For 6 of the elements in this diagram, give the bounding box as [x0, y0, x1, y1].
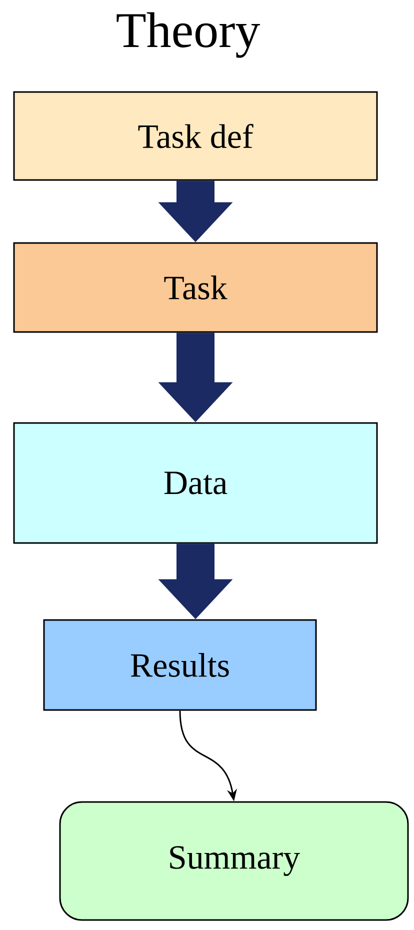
rounded-box: Summary — [59, 801, 409, 921]
process-box: Task def — [13, 91, 378, 181]
process-box: Data — [13, 422, 378, 544]
process-box: Results — [43, 619, 317, 711]
title: Theory — [116, 12, 260, 58]
process-box: Task — [13, 242, 378, 333]
